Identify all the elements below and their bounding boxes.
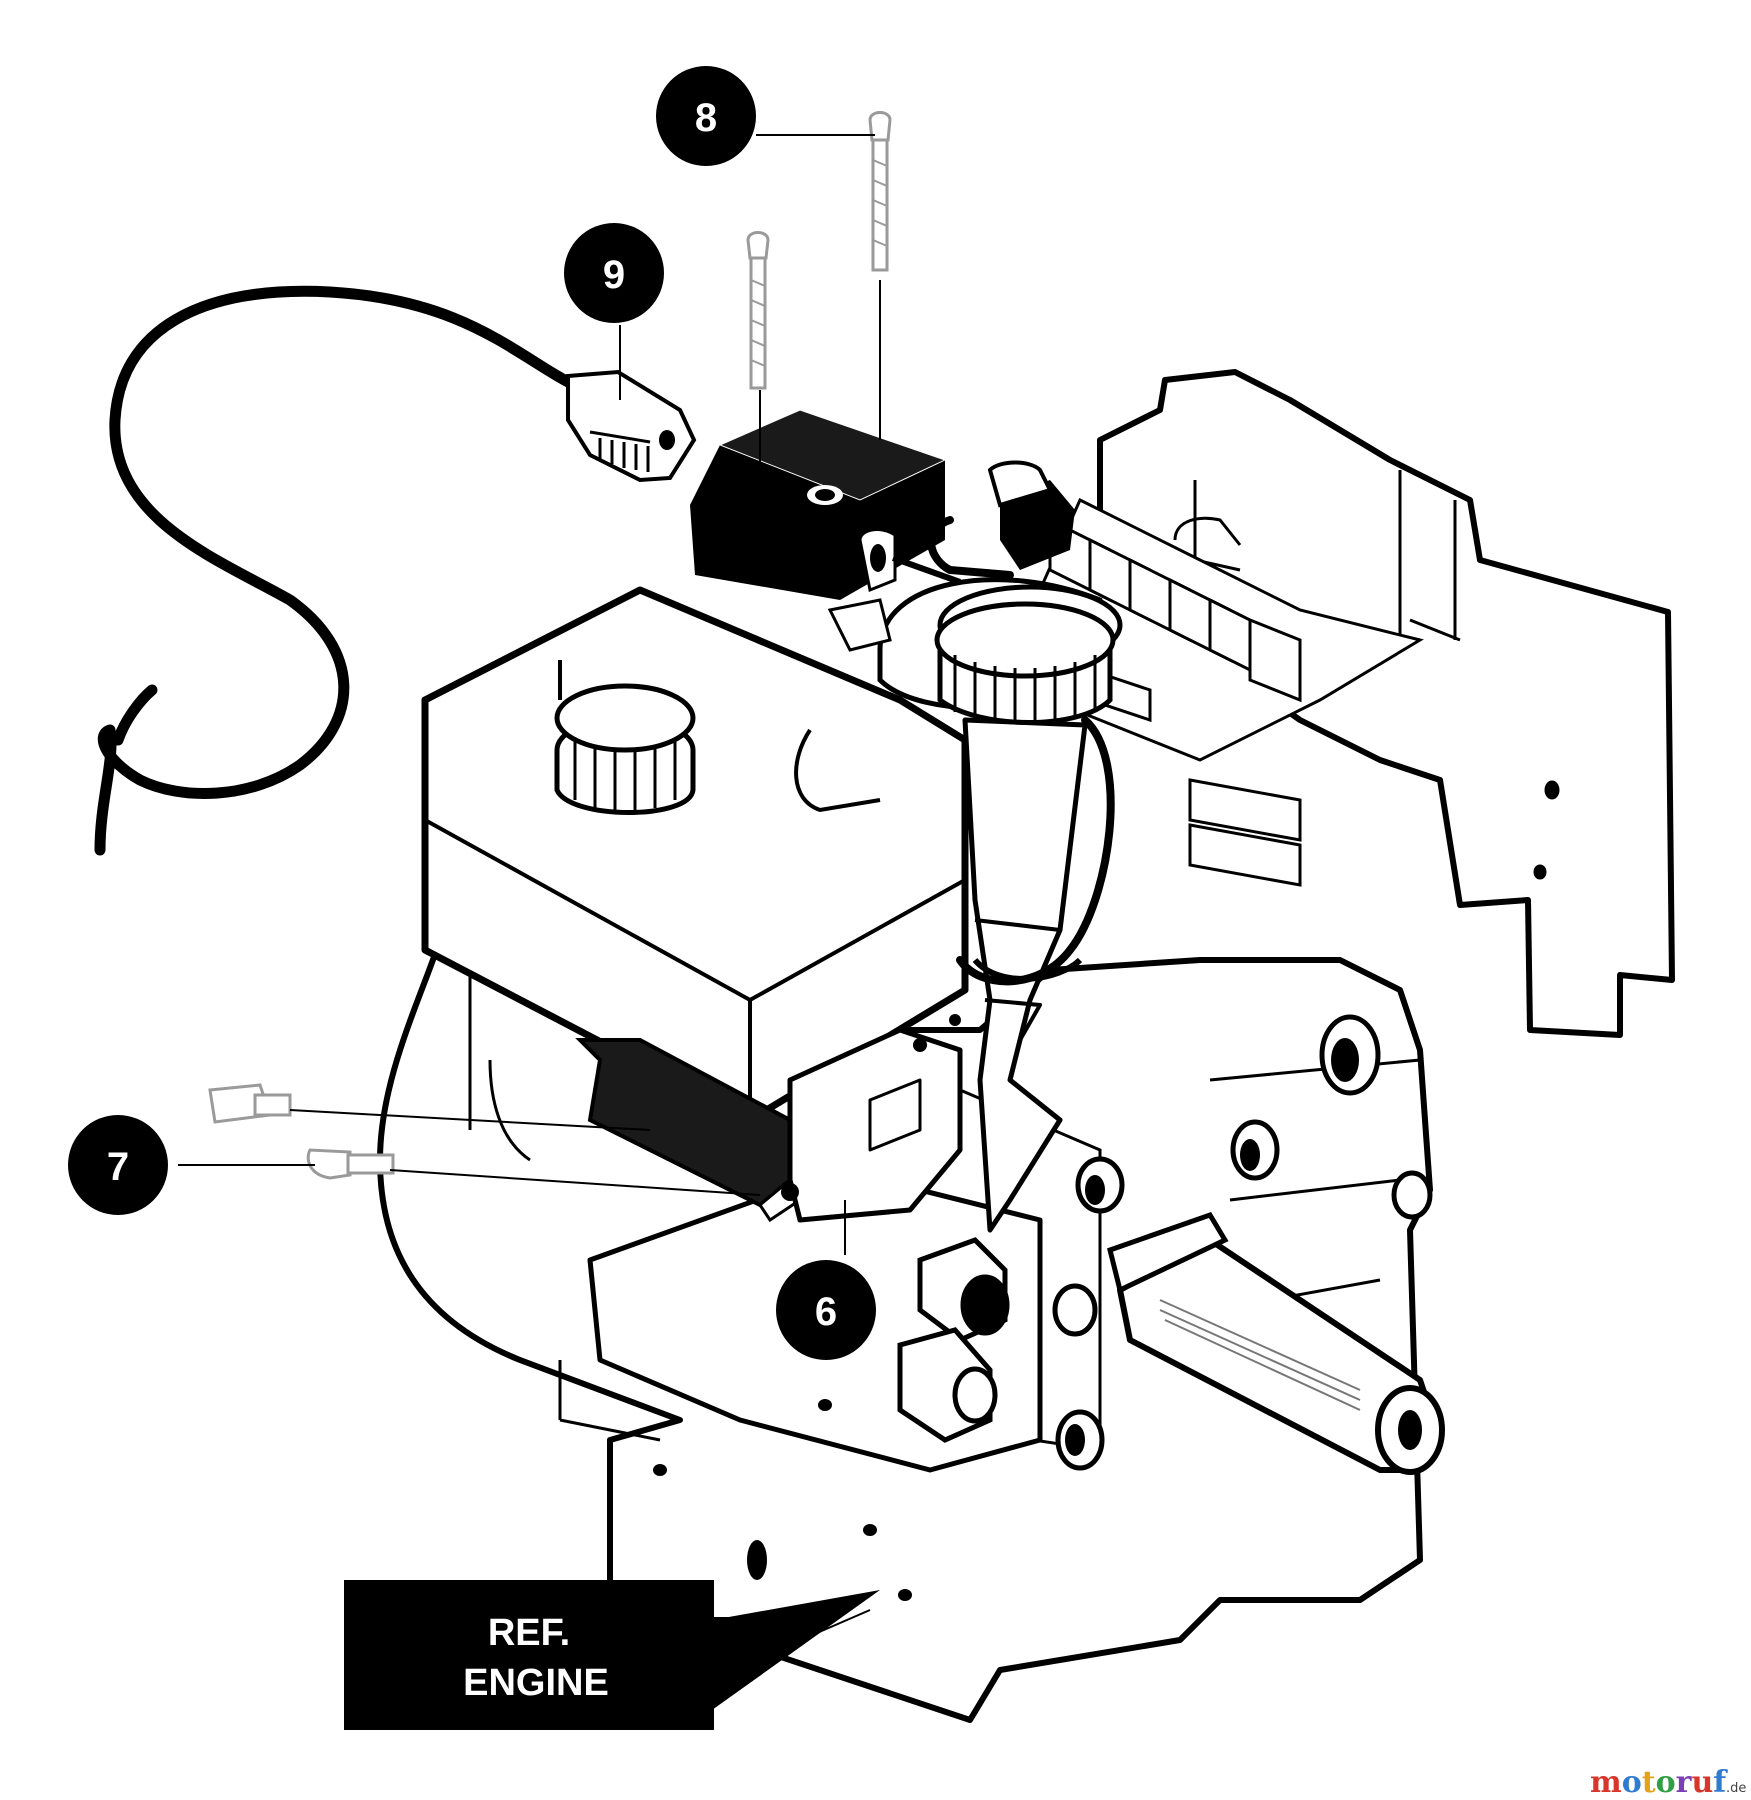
screw-part-8 <box>868 111 892 272</box>
watermark-letter: f <box>1713 1765 1728 1800</box>
callout-6: 6 <box>776 1260 876 1360</box>
lower-bosses <box>897 1237 1010 1443</box>
spark-plug-boot <box>987 460 1075 570</box>
watermark-letter: t <box>1642 1765 1656 1800</box>
watermark-letter: o <box>1622 1765 1642 1800</box>
fuel-cap <box>554 683 696 815</box>
screw-part-9 <box>746 231 770 390</box>
callout-7-label: 7 <box>107 1145 129 1189</box>
watermark-letter: m <box>1590 1765 1622 1800</box>
reference-label-line1: REF. <box>488 1612 570 1654</box>
watermark-suffix: .de <box>1726 1781 1746 1796</box>
power-cord-plug <box>566 369 697 483</box>
svg-text:motoruf: motoruf <box>1590 1765 1728 1800</box>
watermark-letter: r <box>1676 1765 1693 1800</box>
engine-housing-rear-details <box>1173 470 1560 880</box>
crankshaft-boss <box>1107 1211 1229 1294</box>
fuel-tank-edges <box>424 660 966 1120</box>
callout-8: 8 <box>656 66 756 166</box>
callout-8-label: 8 <box>695 96 717 140</box>
callout-7: 7 <box>68 1115 168 1215</box>
oil-fill-cap <box>877 577 1123 725</box>
watermark-letter: u <box>1691 1765 1713 1800</box>
watermark-letter: o <box>1656 1765 1676 1800</box>
power-cord <box>94 285 586 856</box>
crankcase-bolt-holes-inner <box>1065 1038 1359 1456</box>
callout-6-label: 6 <box>815 1290 837 1334</box>
starter-mounting-holes <box>781 1014 961 1201</box>
callout-9-label: 9 <box>603 253 625 297</box>
watermark-logo: motoruf .de <box>1590 1765 1746 1800</box>
reference-engine-label: REF. ENGINE <box>344 1580 880 1730</box>
reference-label-line2: ENGINE <box>463 1662 609 1704</box>
starter-switch-box <box>690 409 962 652</box>
crankshaft-keyway <box>1159 1299 1361 1411</box>
screw-parts-7 <box>208 1083 395 1180</box>
callout-9: 9 <box>564 223 664 323</box>
